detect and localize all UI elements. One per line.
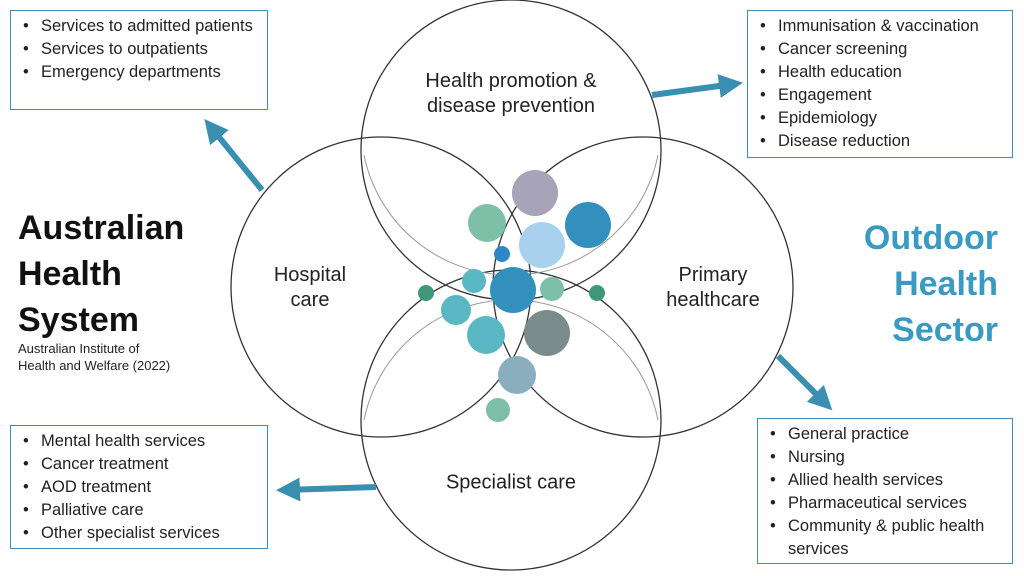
source-line: Australian Institute of [18, 341, 140, 356]
title-line: Sector [892, 311, 998, 349]
label-line: healthcare [666, 289, 760, 311]
list-item: Mental health services [23, 430, 259, 453]
list-item: Nursing [770, 446, 1004, 469]
source-citation: Australian Institute of Health and Welfa… [18, 340, 198, 374]
label-line: Specialist care [445, 471, 577, 494]
title-line: Outdoor [863, 219, 998, 257]
title-line: System [18, 301, 139, 339]
health-promotion-box: Immunisation & vaccination Cancer screen… [747, 10, 1013, 158]
list-item: Pharmaceutical services [770, 492, 1004, 515]
arrow-to-primary-box [775, 353, 833, 411]
list-item: Epidemiology [760, 107, 1004, 130]
list-item: Health education [760, 61, 1004, 84]
label-line: Primary [678, 264, 748, 286]
title-line: Health [894, 265, 998, 303]
list-item: Immunisation & vaccination [760, 15, 1004, 38]
list-item: Other specialist services [23, 522, 259, 545]
bubble [490, 267, 536, 313]
outdoor-health-sector-title: Outdoor Health Sector [864, 215, 998, 353]
label-line: Health promotion & [425, 70, 597, 92]
label-line: Hospital [273, 264, 347, 286]
title-line: Australian [18, 209, 185, 247]
bubble [589, 285, 605, 301]
arrow-to-specialist-box [276, 477, 377, 502]
bubble [512, 170, 558, 216]
label-health-promotion: Health promotion & disease prevention [425, 69, 596, 119]
list-item: Palliative care [23, 499, 259, 522]
list-item: AOD treatment [23, 476, 259, 499]
title-line: Health [18, 255, 122, 293]
bubble [467, 316, 505, 354]
bubble [486, 398, 510, 422]
label-primary-healthcare: Primary healthcare [666, 263, 759, 313]
specialist-care-box: Mental health services Cancer treatment … [10, 425, 268, 549]
bubble [462, 269, 486, 293]
list-item: General practice [770, 423, 1004, 446]
arrow-to-promotion-box [651, 74, 743, 98]
list-item: Cancer treatment [23, 453, 259, 476]
bubble [494, 246, 510, 262]
arrow-to-hospital-box [204, 119, 265, 192]
list-item: Community & public health services [770, 515, 1004, 561]
label-specialist-care: Specialist care [446, 471, 576, 496]
australian-health-system-title: Australian Health System [18, 205, 184, 343]
list-item: Cancer screening [760, 38, 1004, 61]
label-line: care [290, 289, 330, 311]
list-item: Services to outpatients [23, 38, 259, 61]
bubble [468, 204, 506, 242]
label-line: disease prevention [427, 95, 595, 117]
bubble [441, 295, 471, 325]
list-item: Engagement [760, 84, 1004, 107]
bubble [498, 356, 536, 394]
source-line: Health and Welfare (2022) [18, 358, 171, 373]
list-item: Services to admitted patients [23, 15, 259, 38]
bubble [540, 277, 564, 301]
label-hospital-care: Hospital care [274, 263, 346, 313]
primary-healthcare-box: General practice Nursing Allied health s… [757, 418, 1013, 564]
bubble-cluster [418, 170, 611, 422]
bubble [524, 310, 570, 356]
list-item: Allied health services [770, 469, 1004, 492]
circle-health-promotion [360, 0, 662, 301]
list-item: Emergency departments [23, 61, 259, 84]
bubble [418, 285, 434, 301]
bubble [519, 222, 565, 268]
hospital-care-box: Services to admitted patients Services t… [10, 10, 268, 110]
list-item: Disease reduction [760, 130, 1004, 153]
bubble [565, 202, 611, 248]
circle-specialist-care [360, 269, 662, 571]
